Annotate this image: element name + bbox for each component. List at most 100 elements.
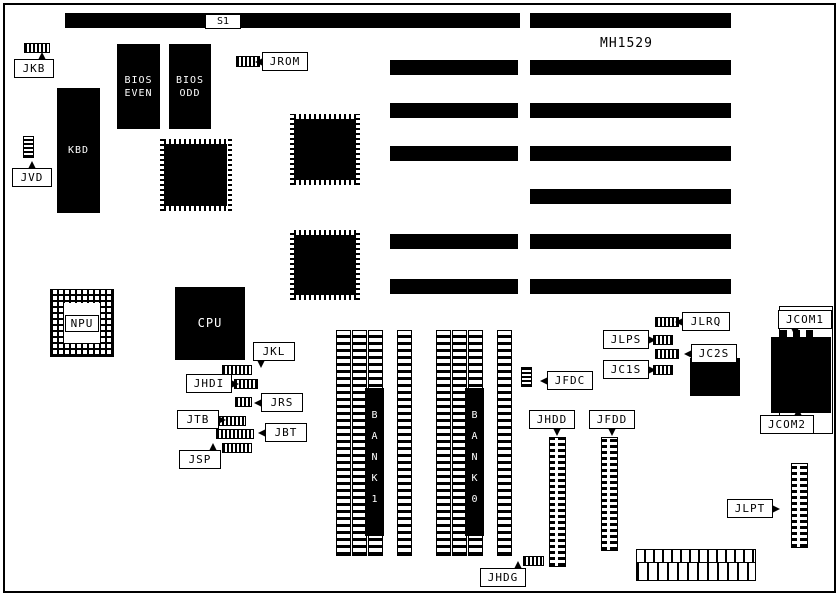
qfp-chip <box>290 114 360 185</box>
jvd-label: JVD <box>12 161 52 187</box>
callout-pointer <box>675 317 683 326</box>
callout-pointer <box>255 57 263 66</box>
jlps-header <box>653 335 673 345</box>
bus-slot <box>530 60 731 75</box>
jkl-label: JKL <box>253 342 295 368</box>
jc1s-header <box>653 365 673 375</box>
jlrq-label: JLRQ <box>675 312 730 331</box>
s1-switch-label: S1 <box>205 14 241 29</box>
jfdd-label: JFDD <box>589 410 635 436</box>
bios-even-label: BIOS EVEN <box>124 74 153 99</box>
callout-pointer <box>772 504 780 513</box>
jrom-label-text: JROM <box>269 55 301 68</box>
npu-socket-label: NPU <box>64 314 100 332</box>
jhdi-label: JHDI <box>186 374 239 393</box>
jcom1-label-text: JCOM1 <box>785 313 825 326</box>
power-connector-teeth <box>636 562 756 581</box>
jlps-label: JLPS <box>603 330 656 349</box>
jc1s-label-text: JC1S <box>610 363 642 376</box>
board-outline <box>3 3 836 593</box>
jvd-header <box>23 136 34 158</box>
npu-socket: NPU <box>50 289 114 357</box>
bus-slot <box>390 146 518 161</box>
jfdd-label-text: JFDD <box>596 413 628 426</box>
callout-pointer <box>794 408 803 416</box>
jsp-header <box>222 443 252 453</box>
callout-pointer <box>231 379 239 388</box>
jlpt-label-text: JLPT <box>734 502 766 515</box>
jlps-label-text: JLPS <box>610 333 642 346</box>
simm-bank1: BANK1 <box>336 330 414 556</box>
jfdc-label-text: JFDC <box>554 374 586 387</box>
bios-even-chip: BIOS EVEN <box>117 44 160 129</box>
bus-slot <box>390 234 518 249</box>
simm-socket-strip <box>336 330 351 556</box>
jlrq-label-text: JLRQ <box>690 315 722 328</box>
jfdc-label: JFDC <box>540 371 593 390</box>
jcom1-label: JCOM1 <box>778 310 832 336</box>
callout-pointer <box>28 161 36 169</box>
jc1s-label: JC1S <box>603 360 656 379</box>
jbt-header <box>216 429 254 439</box>
jhdd-label: JHDD <box>529 410 575 436</box>
callout-pointer <box>218 415 226 424</box>
callout-pointer <box>790 328 799 336</box>
jhdg-label: JHDG <box>480 561 526 587</box>
callout-pointer <box>553 428 562 436</box>
jrom-label: JROM <box>255 52 308 71</box>
bios-odd-label: BIOS ODD <box>175 74 205 99</box>
jtb-label-text: JTB <box>186 413 210 426</box>
kbd-chip: KBD <box>57 88 100 213</box>
jc2s-header <box>655 349 679 359</box>
jhdd-label-text: JHDD <box>536 413 568 426</box>
jcom2-label-text: JCOM2 <box>767 418 807 431</box>
simm-socket-strip <box>497 330 512 556</box>
jkb-label: JKB <box>14 52 54 78</box>
bios-odd-chip: BIOS ODD <box>169 44 211 129</box>
bank1-label: BANK1 <box>369 409 380 515</box>
bus-slot <box>530 234 731 249</box>
bank0-bar: BANK0 <box>465 388 484 536</box>
board-model-label: MH1529 <box>600 36 653 51</box>
jkb-label-text: JKB <box>22 62 46 75</box>
qfp-chip <box>290 230 360 300</box>
callout-pointer <box>608 428 616 436</box>
jrs-label-text: JRS <box>270 396 294 409</box>
callout-pointer <box>648 365 656 374</box>
simm-bank0: BANK0 <box>436 330 514 556</box>
jfdc-header <box>521 367 532 387</box>
jlpt-connector <box>791 463 808 548</box>
callout-pointer <box>38 52 47 60</box>
bus-slot <box>530 146 731 161</box>
cpu-chip-label: CPU <box>197 315 223 330</box>
jhdg-label-text: JHDG <box>487 571 519 584</box>
jkl-header <box>222 365 252 375</box>
jsp-label-text: JSP <box>188 453 212 466</box>
jlpt-label: JLPT <box>727 499 780 518</box>
jbt-label: JBT <box>258 423 307 442</box>
jkb-header <box>24 43 50 53</box>
simm-socket-strip <box>436 330 451 556</box>
jvd-label-text: JVD <box>20 171 44 184</box>
jc2s-label: JC2S <box>684 344 737 363</box>
simm-socket-strip <box>397 330 412 556</box>
bus-slot <box>390 103 518 118</box>
jcom-connector <box>771 337 831 413</box>
bus-slot <box>390 60 518 75</box>
callout-pointer <box>254 398 262 407</box>
jrs-label: JRS <box>254 393 303 412</box>
callout-pointer <box>648 335 656 344</box>
bus-slot <box>530 189 731 204</box>
jtb-label: JTB <box>177 410 226 429</box>
callout-pointer <box>257 360 266 368</box>
jsp-label: JSP <box>179 443 221 469</box>
callout-pointer <box>540 376 548 385</box>
jhdd-connector <box>549 437 566 567</box>
s1-switch-bar <box>65 13 520 28</box>
jbt-label-text: JBT <box>274 426 298 439</box>
jhdg-header <box>523 556 544 566</box>
oscillator-chip <box>690 358 740 396</box>
bus-slot <box>530 279 731 294</box>
jcom-pin <box>806 330 813 338</box>
